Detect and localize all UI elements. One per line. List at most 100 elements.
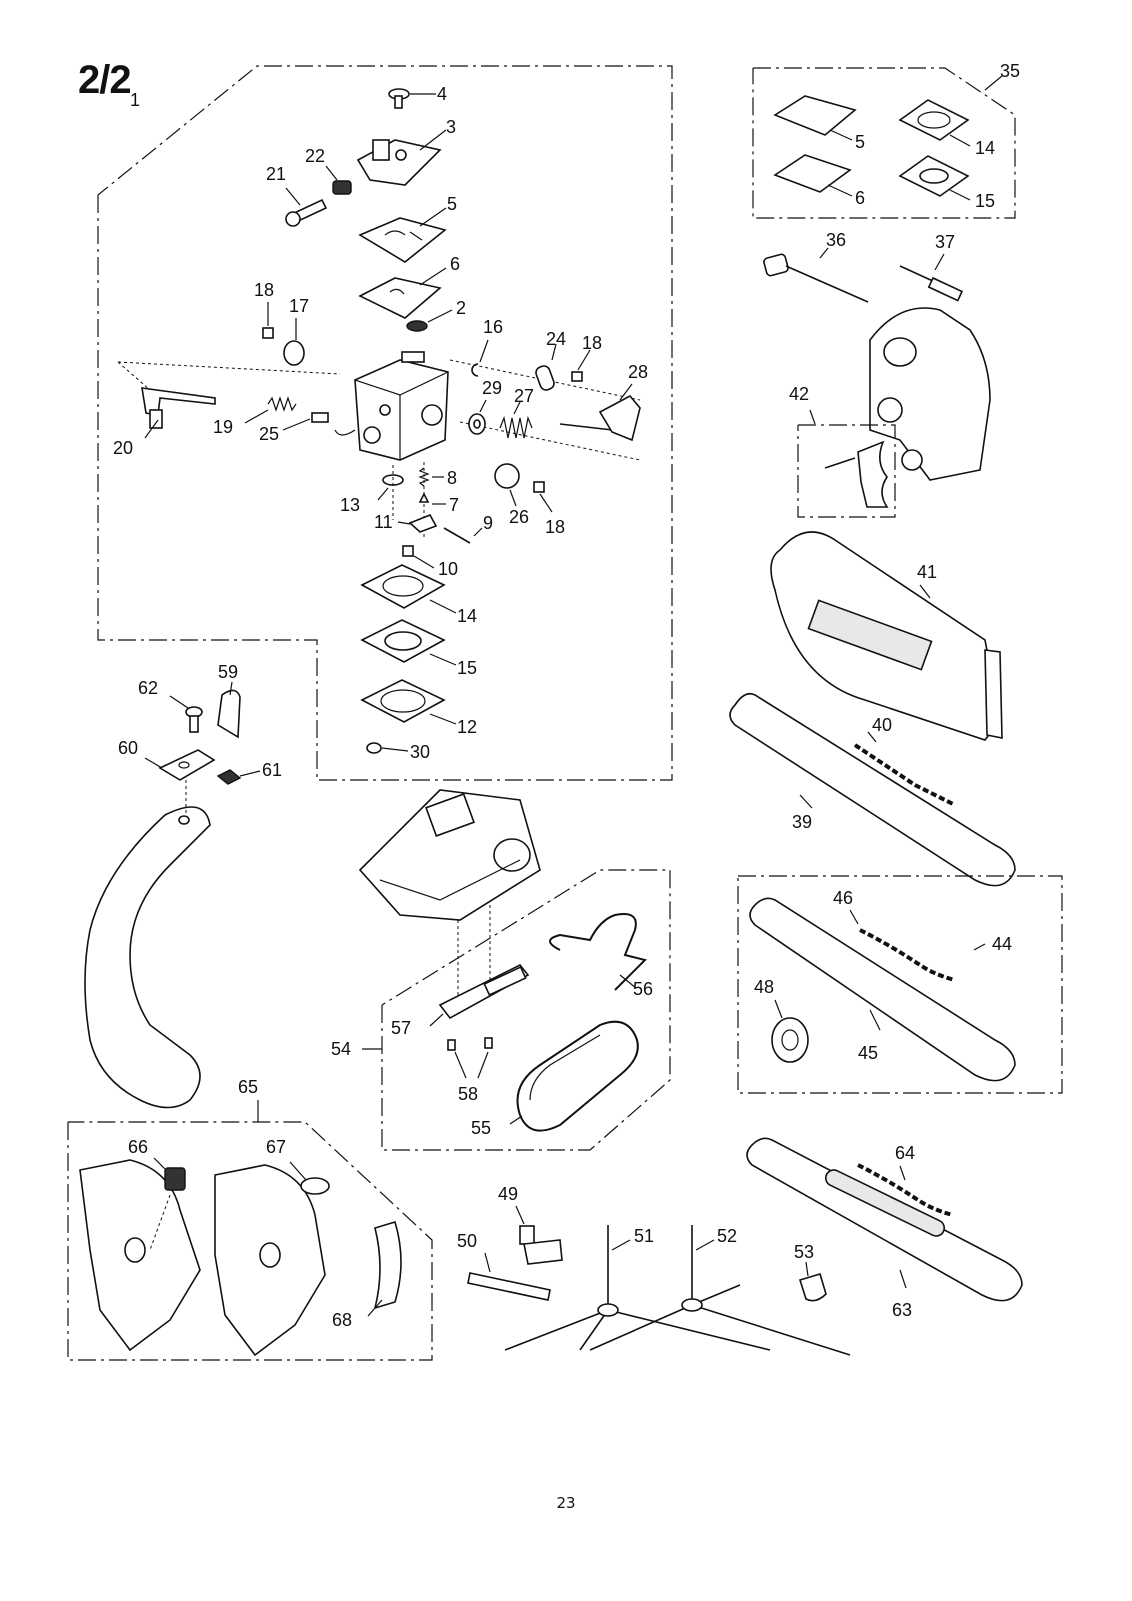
part-42-boundary	[797, 409, 896, 518]
part-14-gasket	[360, 564, 457, 614]
page-number: 23	[556, 1494, 576, 1512]
callout-37: 37	[935, 232, 955, 252]
callout-22: 22	[305, 146, 325, 166]
kit-part-5	[773, 95, 857, 141]
callout-53: 53	[794, 1242, 814, 1262]
rear-handle-bar	[84, 780, 211, 1109]
part-56-spring	[549, 913, 647, 991]
part-66-plug	[149, 1157, 186, 1251]
part-48-sprocket	[771, 999, 809, 1063]
part-49-plug	[515, 1205, 563, 1265]
part-53-clip	[798, 1261, 827, 1302]
callout-58: 58	[458, 1084, 478, 1104]
callout-10: 10	[438, 559, 458, 579]
part-21-screw	[285, 187, 328, 227]
callout-46: 46	[833, 888, 853, 908]
part-61-nut	[216, 769, 261, 785]
part-18-screw-right	[571, 349, 591, 382]
callout-5b: 5	[855, 132, 865, 152]
callout-65: 65	[238, 1077, 258, 1097]
kit-65-boundary	[67, 1100, 433, 1361]
part-12-diaphragm	[360, 679, 457, 725]
callout-29: 29	[482, 378, 502, 398]
part-59-ring	[217, 681, 241, 739]
callout-50: 50	[457, 1231, 477, 1251]
callout-52: 52	[717, 1226, 737, 1246]
callout-30: 30	[410, 742, 430, 762]
callout-26: 26	[509, 507, 529, 527]
callout-36: 36	[826, 230, 846, 250]
callout-24: 24	[546, 329, 566, 349]
callout-8: 8	[447, 468, 457, 488]
kit-54-boundary	[362, 869, 671, 1151]
callout-2: 2	[456, 298, 466, 318]
callout-59: 59	[218, 662, 238, 682]
part-11-lever	[397, 513, 438, 533]
part-42-catcher	[824, 440, 889, 508]
part-26-disc	[494, 463, 520, 507]
part-67-lever	[289, 1161, 330, 1195]
page-title: 2/2	[78, 58, 132, 102]
callout-3: 3	[446, 117, 456, 137]
callout-16: 16	[483, 317, 503, 337]
part-13-filter	[377, 465, 404, 520]
part-18-screw-left	[262, 302, 274, 339]
callout-17: 17	[289, 296, 309, 316]
callout-42: 42	[789, 384, 809, 404]
part-68-plate	[367, 1221, 402, 1317]
part-15-plate	[360, 619, 457, 666]
part-58-screws	[447, 1037, 493, 1079]
part-7-needle	[418, 492, 446, 505]
housing-right	[214, 1164, 326, 1357]
callout-48: 48	[754, 977, 774, 997]
part-63-guide-bar	[746, 1137, 1023, 1302]
callout-12: 12	[457, 717, 477, 737]
callout-25: 25	[259, 424, 279, 444]
callout-62: 62	[138, 678, 158, 698]
callout-6: 6	[450, 254, 460, 274]
part-28-choke-shaft	[459, 383, 641, 461]
part-64-chain	[857, 1163, 954, 1217]
part-17-plate	[283, 318, 305, 366]
callout-54: 54	[331, 1039, 351, 1059]
callout-67: 67	[266, 1137, 286, 1157]
callout-27: 27	[514, 386, 534, 406]
callout-66: 66	[128, 1137, 148, 1157]
part-51-stand	[504, 1225, 771, 1351]
part-20-throttle-lever	[117, 361, 341, 439]
kit-part-15	[898, 155, 971, 201]
callout-20: 20	[113, 438, 133, 458]
part-10-screw	[402, 545, 435, 569]
callout-68: 68	[332, 1310, 352, 1330]
kit-part-14	[898, 99, 971, 147]
callout-45: 45	[858, 1043, 878, 1063]
callout-15: 15	[457, 658, 477, 678]
part-30-screw	[366, 742, 409, 754]
callout-51: 51	[634, 1226, 654, 1246]
callout-labels: 1 4 3 22 21 5 6 18 17 2 16 24 18 28 29 2…	[113, 61, 1020, 1330]
callout-14: 14	[457, 606, 477, 626]
callout-56: 56	[633, 979, 653, 999]
part-6-gasket	[358, 267, 447, 319]
callout-21: 21	[266, 164, 286, 184]
callout-18c: 18	[545, 517, 565, 537]
callout-61: 61	[262, 760, 282, 780]
part-4-screw	[388, 88, 436, 109]
part-41-bar-guard	[770, 531, 1003, 741]
carburetor-group-boundary	[97, 65, 673, 781]
callout-4: 4	[437, 84, 447, 104]
part-36-wrench	[763, 247, 869, 303]
callout-60: 60	[118, 738, 138, 758]
part-55-belt	[509, 1020, 639, 1132]
part-19-spring	[244, 396, 297, 424]
housing-left	[79, 1159, 201, 1352]
callout-1: 1	[130, 90, 140, 110]
part-40-chain	[853, 731, 956, 807]
callout-14b: 14	[975, 138, 995, 158]
callout-9: 9	[483, 513, 493, 533]
kit-part-6	[773, 154, 853, 197]
callout-15b: 15	[975, 191, 995, 211]
part-37-screwdriver	[899, 253, 964, 302]
